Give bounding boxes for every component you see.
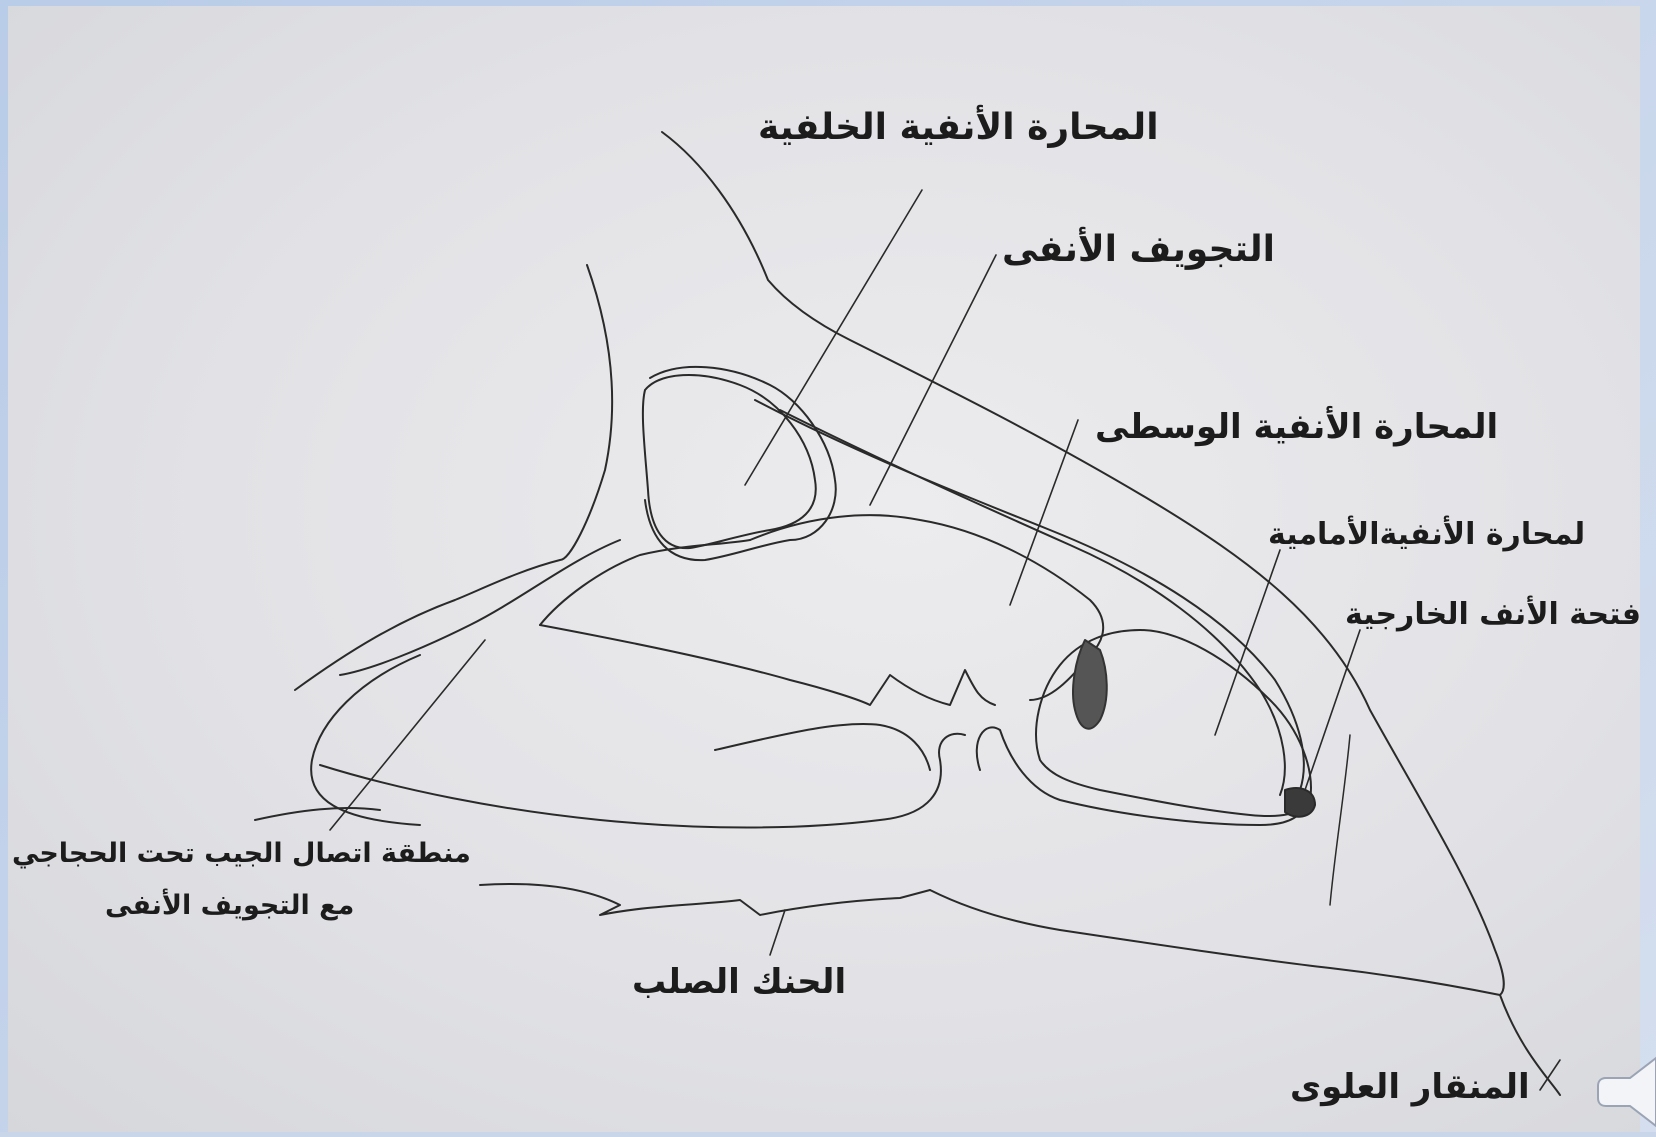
label-sinus-connection-1: منطقة اتصال الجيب تحت الحجاجي	[12, 840, 471, 867]
label-posterior-concha: المحارة الأنفية الخلفية	[758, 110, 1159, 146]
nasal-cavity-floor	[540, 625, 995, 705]
leader-posterior-concha	[745, 190, 922, 485]
leader-upper-beak	[1540, 1060, 1560, 1090]
lower-cavity-inner	[715, 724, 930, 770]
nasal-roof	[755, 400, 1304, 790]
concha-texture	[1073, 640, 1107, 729]
leader-sinus	[330, 640, 485, 830]
label-anterior-concha: لمحارة الأنفيةالأمامية	[1268, 520, 1585, 550]
skull-line-left-2	[340, 540, 620, 675]
leader-external-nostril	[1305, 630, 1360, 790]
leader-hard-palate	[770, 910, 785, 955]
hard-palate-line	[480, 884, 930, 915]
leader-middle-concha	[1010, 420, 1078, 605]
label-upper-beak: المنقار العلوى	[1290, 1070, 1530, 1104]
label-nasal-cavity: التجويف الأنفى	[1002, 232, 1275, 268]
leader-nasal-cavity	[870, 255, 996, 505]
label-middle-concha: المحارة الأنفية الوسطى	[1095, 410, 1498, 444]
lower-cavity	[320, 734, 965, 828]
middle-concha-edge	[540, 540, 750, 625]
middle-concha	[750, 515, 1103, 700]
anterior-concha-outer	[977, 727, 1305, 825]
posterior-concha-outer	[645, 367, 836, 560]
label-sinus-connection-2: مع التجويف الأنفى	[105, 892, 354, 919]
beak-inner-line	[1330, 735, 1350, 905]
skull-line-left-3	[255, 808, 380, 820]
posterior-concha	[643, 375, 816, 548]
skull-line-left	[295, 265, 612, 690]
speaker-icon[interactable]	[1596, 1040, 1656, 1132]
label-external-nostril: فتحة الأنف الخارجية	[1345, 600, 1641, 630]
nasal-roof-2	[780, 410, 1285, 795]
beak-lower-edge	[930, 890, 1500, 995]
external-nostril-mark	[1285, 788, 1315, 817]
label-hard-palate: الحنك الصلب	[632, 965, 846, 999]
